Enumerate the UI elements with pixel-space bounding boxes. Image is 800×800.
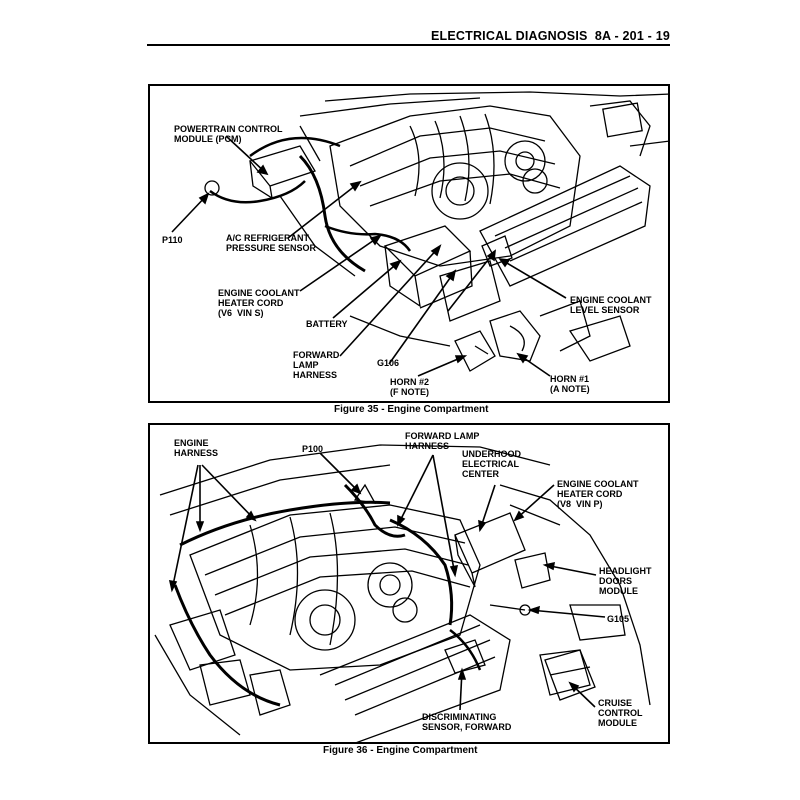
label-coolant-heater-cord: ENGINE COOLANT HEATER CORD (V8 VIN P) bbox=[557, 479, 639, 509]
label-headlight-doors-module: HEADLIGHT DOORS MODULE bbox=[599, 566, 652, 596]
label-p100: P100 bbox=[302, 444, 324, 454]
page-header: ELECTRICAL DIAGNOSIS 8A - 201 - 19 bbox=[0, 0, 800, 50]
label-coolant-level-sensor: ENGINE COOLANT LEVEL SENSOR bbox=[570, 295, 652, 315]
label-discriminating-sensor: DISCRIMINATING SENSOR, FORWARD bbox=[422, 712, 512, 732]
label-ac-sensor: A/C REFRIGERANT PRESSURE SENSOR bbox=[226, 233, 317, 253]
label-g106: G106 bbox=[377, 358, 400, 368]
label-horn-1: HORN #1 (A NOTE) bbox=[550, 374, 590, 394]
label-p110: P110 bbox=[162, 235, 183, 245]
header-rule bbox=[147, 44, 670, 46]
figure-35-drawing bbox=[171, 91, 668, 377]
label-horn-2: HORN #2 (F NOTE) bbox=[390, 377, 430, 397]
engine-illustration bbox=[204, 91, 668, 372]
label-forward-lamp-harness: FORWARD LAMP HARNESS bbox=[405, 431, 480, 451]
figure-36-frame: ENGINE HARNESS P100 FORWARD LAMP HARNESS… bbox=[148, 423, 670, 744]
section-title: ELECTRICAL DIAGNOSIS bbox=[430, 29, 588, 43]
label-pcm: POWERTRAIN CONTROL MODULE (PCM) bbox=[174, 124, 283, 144]
figure-35-caption: Figure 35 - Engine Compartment bbox=[334, 404, 489, 415]
label-battery: BATTERY bbox=[306, 319, 348, 329]
label-cruise-control-module: CRUISE CONTROL MODULE bbox=[598, 698, 643, 728]
label-forward-lamp-harness: FORWARD LAMP HARNESS bbox=[293, 350, 340, 380]
header-title: ELECTRICAL DIAGNOSIS 8A - 201 - 19 bbox=[431, 29, 670, 43]
label-underhood-electrical-center: UNDERHOOD ELECTRICAL CENTER bbox=[462, 449, 522, 479]
page-number: 8A - 201 - 19 bbox=[594, 29, 670, 43]
label-g105: G105 bbox=[607, 614, 630, 624]
figure-36-leaders bbox=[168, 452, 606, 711]
figure-35-frame: POWERTRAIN CONTROL MODULE (PCM) P110 A/C… bbox=[148, 84, 670, 403]
figure-36-caption: Figure 36 - Engine Compartment bbox=[323, 745, 478, 756]
figure-36-drawing bbox=[154, 444, 651, 742]
figure-35-leaders bbox=[171, 135, 567, 377]
label-coolant-heater: ENGINE COOLANT HEATER CORD (V6 VIN S) bbox=[218, 288, 300, 318]
engine-illustration bbox=[154, 444, 651, 742]
label-engine-harness: ENGINE HARNESS bbox=[174, 438, 219, 458]
